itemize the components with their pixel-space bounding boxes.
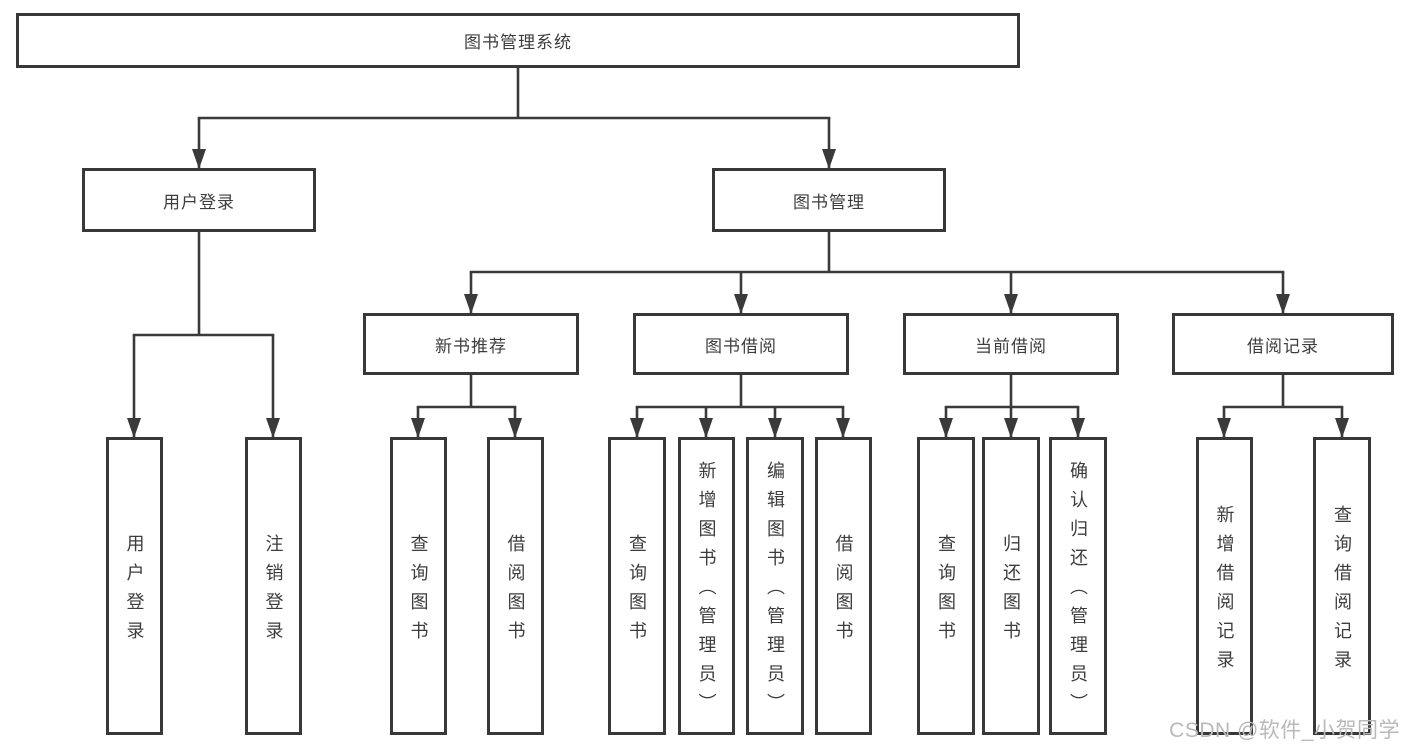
node-leaf-return-books: 归还图书 [982,437,1040,735]
node-user-login: 用户登录 [82,168,316,232]
node-leaf-query-borrow-record: 查询借阅记录 [1313,437,1371,735]
node-leaf-return-books-label: 归还图书 [1001,533,1021,650]
node-user-login-label: 用户登录 [163,192,235,212]
node-book-borrow-label: 图书借阅 [705,336,777,356]
node-leaf-edit-book-admin: 编辑图书（管理员） [746,437,804,735]
node-leaf-add-borrow-record-label: 新增借阅记录 [1214,504,1235,679]
node-borrow-records: 借阅记录 [1172,313,1394,375]
node-leaf-query-books-borrow-label: 查询图书 [627,533,647,650]
node-leaf-add-borrow-record: 新增借阅记录 [1196,437,1253,735]
node-leaf-logout: 注销登录 [245,437,302,735]
node-leaf-query-borrow-record-label: 查询借阅记录 [1332,504,1352,679]
node-leaf-query-books-recommend-label: 查询图书 [408,533,429,650]
node-current-borrow-label: 当前借阅 [975,336,1047,356]
node-leaf-query-books-current-label: 查询图书 [936,533,956,650]
node-leaf-confirm-return-admin: 确认归还（管理员） [1049,437,1107,735]
node-book-management: 图书管理 [712,168,946,232]
node-root: 图书管理系统 [16,13,1020,68]
node-leaf-borrow-books-recommend-label: 借阅图书 [505,533,526,650]
node-leaf-borrow-books-label: 借阅图书 [833,533,854,650]
node-borrow-records-label: 借阅记录 [1247,336,1319,356]
node-new-book-recommend-label: 新书推荐 [435,336,507,356]
node-leaf-edit-book-admin-label: 编辑图书（管理员） [765,461,785,722]
node-leaf-user-login-label: 用户登录 [124,533,145,650]
node-new-book-recommend: 新书推荐 [363,313,579,375]
node-leaf-query-books-recommend: 查询图书 [390,437,447,735]
node-leaf-user-login: 用户登录 [106,437,163,735]
node-leaf-query-books-borrow: 查询图书 [608,437,666,735]
node-book-borrow: 图书借阅 [633,313,849,375]
node-current-borrow: 当前借阅 [903,313,1119,375]
node-leaf-query-books-current: 查询图书 [917,437,975,735]
node-leaf-add-book-admin: 新增图书（管理员） [678,437,735,735]
node-leaf-confirm-return-admin-label: 确认归还（管理员） [1068,461,1088,722]
node-leaf-logout-label: 注销登录 [263,533,284,650]
node-book-management-label: 图书管理 [793,192,865,212]
node-leaf-borrow-books: 借阅图书 [815,437,872,735]
node-root-label: 图书管理系统 [464,33,572,52]
csdn-watermark: CSDN @软件_小贺同学 [1169,719,1400,742]
node-leaf-add-book-admin-label: 新增图书（管理员） [696,461,717,722]
node-leaf-borrow-books-recommend: 借阅图书 [487,437,544,735]
